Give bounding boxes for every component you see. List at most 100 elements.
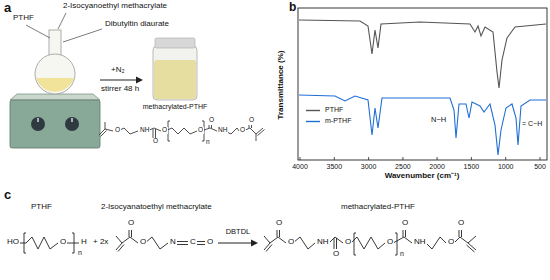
reaction-scheme-bonds-part — [264, 236, 270, 243]
ftir-chart-part — [298, 8, 547, 160]
ftir-chart-part-part — [402, 157, 403, 160]
atom-label: O — [59, 238, 67, 246]
atom-label: O — [197, 127, 204, 134]
atom-label: O — [206, 238, 214, 246]
reaction-scheme-bonds-part — [24, 233, 26, 253]
reaction-scheme-bonds-part — [395, 233, 397, 255]
reaction-scheme-bonds-part — [270, 237, 286, 243]
product-vial-part — [153, 46, 197, 100]
atom-label: O — [447, 238, 455, 246]
structure-bonds-part — [258, 130, 265, 136]
reaction-scheme-bonds-part — [264, 243, 270, 250]
reaction-scheme-bonds-part — [426, 237, 446, 249]
atom-label: C — [189, 238, 197, 246]
atom-label: O — [332, 250, 340, 258]
atom-label: O — [161, 127, 168, 134]
peak-label: N−H — [430, 116, 447, 124]
magnetic-stirrer — [10, 94, 100, 148]
panel-letter: c — [3, 188, 12, 201]
reaction-arrow-part — [218, 242, 252, 243]
atom-label: O — [275, 219, 283, 227]
structure-bonds — [99, 121, 265, 141]
atom-label: O — [139, 238, 147, 246]
reaction-scheme-bonds-part — [336, 238, 337, 249]
round-bottom-flask-part — [35, 54, 75, 94]
tick-label: 4000 — [291, 163, 309, 170]
reaction-scheme-bonds-part — [459, 230, 460, 237]
round-bottom-flask-part — [63, 29, 102, 42]
repeat-index: n — [205, 139, 211, 146]
catalyst-label: DBTDL — [225, 228, 252, 236]
peak-label: = C−H — [521, 120, 543, 127]
reaction-arrow — [218, 240, 258, 247]
reaction-scheme-bonds-part — [334, 238, 335, 249]
structure-bonds-part — [249, 125, 250, 128]
reaction-scheme-bonds-part — [461, 230, 462, 237]
ftir-chart-part-part — [300, 157, 301, 160]
legend-text: m-PTHF — [324, 117, 352, 124]
repeat-index: n — [77, 249, 83, 256]
ftir-chart-part — [306, 110, 320, 111]
tick-label: 2500 — [394, 163, 412, 170]
atom-label: O — [457, 219, 465, 227]
reaction-scheme-bonds-part — [196, 244, 205, 245]
stoichiometry-label: + 2x — [92, 238, 109, 246]
structure-bonds-part — [211, 125, 212, 128]
reaction-scheme-bonds-part — [393, 237, 412, 243]
reaction-scheme-bonds-part — [354, 233, 356, 255]
round-bottom-flask — [26, 13, 102, 94]
tick-label: 1000 — [497, 163, 515, 170]
structure-bonds-part — [165, 128, 197, 134]
reaction-scheme-bonds-part — [131, 230, 132, 237]
atom-label: O — [287, 238, 295, 246]
product-vial — [153, 38, 197, 100]
reaction-scheme-bonds-part — [468, 236, 476, 243]
structure-bonds-part — [101, 131, 107, 137]
atom-label: H — [80, 238, 88, 246]
atom-label: NH — [217, 127, 228, 134]
axis-title: Transmittance (%) — [277, 50, 285, 121]
reaction-scheme-bonds-part — [277, 230, 278, 237]
compound-name: 2-Isocyanatoethyl methacrylate — [100, 203, 213, 211]
reaction-scheme-bonds-part — [129, 230, 130, 237]
structure-bonds-part — [209, 125, 210, 128]
product-label: methacrylated-PTHF — [142, 103, 209, 110]
reaction-scheme-bonds-part — [279, 230, 280, 237]
structure-bonds-part — [99, 129, 105, 135]
atom-label: NH — [413, 238, 427, 246]
reaction-scheme-bonds-part — [329, 237, 343, 243]
structure-bonds-part — [155, 129, 156, 138]
ftir-chart-part — [300, 157, 540, 160]
tick-label: 3000 — [360, 163, 378, 170]
reaction-scheme-bonds-part — [468, 243, 476, 250]
magnetic-stirrer-part — [37, 118, 38, 122]
ftir-chart-part-part — [505, 157, 506, 160]
axis-title: Wavenumber (cm⁻¹) — [384, 172, 461, 180]
reaction-scheme-bonds-part — [19, 243, 26, 244]
atom-label: HO — [6, 238, 20, 246]
ftir-chart — [298, 8, 547, 160]
tick-label: 2000 — [428, 163, 446, 170]
magnetic-stirrer-part — [31, 117, 45, 131]
ftir-chart-part — [306, 121, 320, 122]
condition-label: stirrer 48 h — [100, 85, 140, 93]
legend-text: PTHF — [324, 106, 344, 113]
product-vial-part — [154, 60, 196, 99]
reaction-scheme-bonds-part — [116, 236, 122, 243]
reaction-scheme-bonds-part — [266, 245, 272, 252]
structure-bonds-part — [256, 128, 263, 134]
ftir-chart-part-part — [471, 157, 472, 160]
compound-name: PTHF — [30, 203, 53, 211]
reaction-scheme-bonds-part — [196, 241, 205, 242]
atom-label: O — [344, 238, 352, 246]
reaction-scheme-bonds-part — [26, 237, 58, 249]
reaction-scheme-bonds-part — [122, 237, 138, 243]
catalyst-label: Dibutyltin diaurate — [104, 20, 170, 28]
reagent-label: PTHF — [12, 14, 35, 22]
reaction-scheme-bonds-part — [467, 245, 475, 252]
reaction-scheme-bonds-part — [351, 237, 385, 249]
atom-label: O — [152, 138, 159, 145]
magnetic-stirrer-part — [71, 118, 72, 122]
reaction-scheme-bonds-part — [145, 237, 168, 249]
ftir-chart-part-part — [334, 157, 335, 160]
